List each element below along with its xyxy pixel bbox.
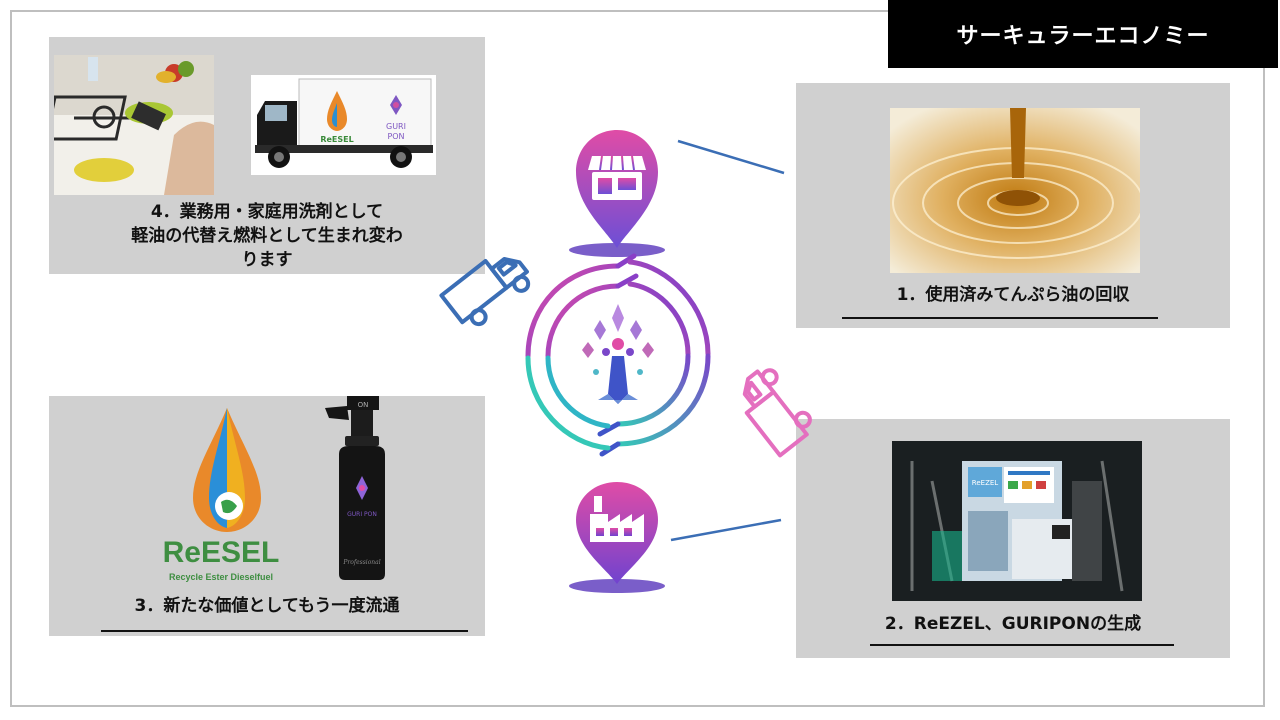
step-3-underline (101, 630, 468, 632)
delivery-truck-photo: ReESEL GURI PON (251, 75, 436, 175)
step-2-underline (870, 644, 1174, 646)
reesel-subtitle: Recycle Ester Dieselfuel (169, 572, 273, 582)
guripon-spray-bottle: ON GURI PON Professional (319, 396, 399, 581)
connector-line-1 (677, 139, 785, 175)
connector-line-2 (670, 518, 782, 542)
slide-frame (10, 10, 1265, 707)
bottle-guripon-text: GURI PON (347, 511, 377, 518)
reesel-logo: ReESEL Recycle Ester Dieselfuel (149, 406, 299, 586)
panel-step-1: 1．使用済みてんぷら油の回収 (796, 83, 1230, 328)
machine-label: ReEZEL (972, 479, 998, 487)
bottle-script-text: Professional (342, 559, 380, 566)
panel-step-2: ReEZEL 2．ReEZEL、GURIPONの生成 (796, 419, 1230, 658)
reesel-logo-text: ReESEL (163, 536, 280, 569)
shop-icon (569, 130, 665, 257)
tempura-oil-photo (890, 108, 1140, 273)
kitchen-cleaning-photo (54, 55, 214, 195)
step-4-line-1: 4．業務用・家庭用洗剤として (150, 202, 384, 222)
step-4-line-3: ります (241, 250, 293, 270)
panel-step-3: ReESEL Recycle Ester Dieselfuel ON GURI … (49, 396, 485, 636)
step-4-line-2: 軽油の代替え燃料として生まれ変わ (131, 226, 403, 246)
step-2-caption: 2．ReEZEL、GURIPONの生成 (884, 614, 1142, 634)
truck-icon-pink (742, 368, 812, 458)
factory-icon (569, 482, 665, 593)
step-1-caption: 1．使用済みてんぷら油の回収 (896, 285, 1130, 305)
truck-guripon-text-a: GURI (386, 122, 406, 131)
truck-guripon-text-b: PON (387, 132, 404, 141)
truck-reesel-logo-text: ReESEL (320, 135, 353, 144)
step-1-underline (842, 317, 1158, 319)
panel-step-4: ReESEL GURI PON 4．業務用・家庭用洗剤として 軽油の代替え燃料と… (49, 37, 485, 274)
reezel-machine-photo: ReEZEL (892, 441, 1142, 601)
step-3-caption: 3．新たな価値としてもう一度流通 (134, 596, 400, 616)
circular-cycle-diagram (525, 253, 711, 457)
slide-title: サーキュラーエコノミー (888, 0, 1278, 68)
step-4-caption: 4．業務用・家庭用洗剤として 軽油の代替え燃料として生まれ変わ ります (49, 200, 485, 272)
bottle-cap-text: ON (358, 401, 369, 409)
tree-logo-icon (582, 304, 654, 404)
truck-icon-blue (439, 256, 531, 327)
